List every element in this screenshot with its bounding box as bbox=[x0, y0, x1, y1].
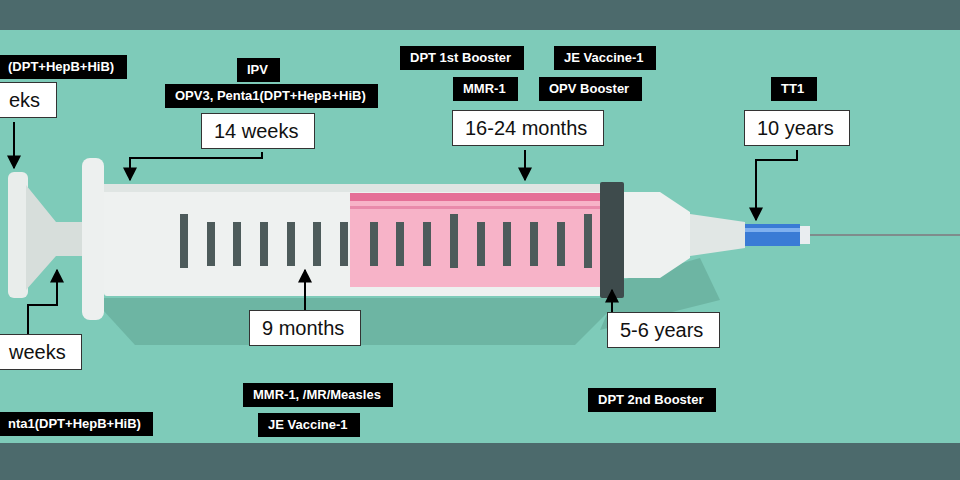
liquid-fill bbox=[350, 193, 602, 287]
vaccine-label: OPV3, Penta1(DPT+HepB+HiB) bbox=[165, 84, 378, 108]
plunger-rod bbox=[26, 185, 84, 290]
liquid-band bbox=[350, 206, 602, 209]
vaccine-label: MMR-1, /MR/Measles bbox=[243, 383, 393, 407]
vaccine-name: (DPT+HepB+HiB) bbox=[8, 59, 114, 75]
vaccine-label: OPV Booster bbox=[539, 77, 642, 101]
gradation-mark bbox=[313, 222, 321, 266]
vaccine-name: MMR-1 bbox=[463, 81, 506, 97]
vaccine-label: MMR-1 bbox=[453, 77, 518, 101]
age-label: 5-6 years bbox=[607, 312, 720, 348]
vaccine-label: JE Vaccine-1 bbox=[258, 413, 360, 437]
vaccine-name: DPT 1st Booster bbox=[410, 50, 511, 66]
thumb-rest bbox=[8, 172, 28, 298]
age-label: 9 months bbox=[249, 310, 361, 346]
gradation-mark bbox=[584, 214, 592, 268]
needle-hub-shine bbox=[745, 228, 800, 232]
vaccine-name: MMR-1, /MR/Measles bbox=[253, 387, 381, 403]
gradation-mark bbox=[557, 222, 565, 266]
age-label: eks bbox=[0, 82, 57, 118]
vaccine-label: (DPT+HepB+HiB) bbox=[0, 55, 127, 79]
finger-flange bbox=[82, 158, 104, 320]
leader-line bbox=[756, 150, 797, 220]
barrel-end bbox=[600, 182, 624, 298]
vaccine-name: JE Vaccine-1 bbox=[564, 50, 644, 66]
gradation-mark bbox=[396, 222, 404, 266]
needle bbox=[810, 234, 960, 236]
age-text: 14 weeks bbox=[214, 119, 299, 143]
gradation-marks bbox=[180, 214, 592, 268]
gradation-mark bbox=[423, 222, 431, 266]
gradation-mark bbox=[340, 222, 348, 266]
gradation-mark bbox=[477, 222, 485, 266]
leader-line bbox=[130, 152, 262, 180]
bottom-bar bbox=[0, 443, 960, 480]
vaccine-name: OPV Booster bbox=[549, 81, 629, 97]
vaccine-name: DPT 2nd Booster bbox=[598, 392, 703, 408]
top-bar bbox=[0, 0, 960, 30]
gradation-mark bbox=[260, 222, 268, 266]
age-label: 16-24 months bbox=[452, 110, 604, 146]
age-text: 9 months bbox=[262, 316, 344, 340]
gradation-mark bbox=[370, 222, 378, 266]
gradation-mark bbox=[530, 222, 538, 266]
gradation-mark bbox=[287, 222, 295, 266]
barrel-edge bbox=[104, 184, 602, 192]
syringe-hub bbox=[624, 192, 690, 278]
age-text: 16-24 months bbox=[465, 116, 587, 140]
vaccine-name: TT1 bbox=[781, 81, 804, 97]
gradation-mark bbox=[503, 222, 511, 266]
vaccine-name: nta1(DPT+HepB+HiB) bbox=[8, 416, 141, 432]
vaccine-label: JE Vaccine-1 bbox=[554, 46, 656, 70]
syringe-shadow bbox=[92, 298, 622, 345]
syringe-barrel bbox=[104, 184, 602, 296]
vaccine-label: DPT 2nd Booster bbox=[588, 388, 716, 412]
vaccine-label: IPV bbox=[237, 58, 280, 82]
vaccine-name: JE Vaccine-1 bbox=[268, 417, 348, 433]
vaccine-label: nta1(DPT+HepB+HiB) bbox=[0, 412, 153, 436]
gradation-mark bbox=[180, 214, 188, 268]
gradation-mark bbox=[233, 222, 241, 266]
gradation-mark bbox=[207, 222, 215, 266]
age-text: weeks bbox=[9, 340, 66, 364]
needle-base bbox=[800, 226, 810, 244]
age-label: 10 years bbox=[744, 110, 850, 146]
liquid-band bbox=[350, 193, 602, 201]
age-label: 14 weeks bbox=[201, 113, 315, 149]
age-text: eks bbox=[9, 88, 40, 112]
leader-line bbox=[524, 150, 526, 180]
age-text: 5-6 years bbox=[620, 318, 703, 342]
vaccine-name: OPV3, Penta1(DPT+HepB+HiB) bbox=[175, 88, 366, 104]
needle-hub bbox=[745, 224, 800, 246]
syringe-cone bbox=[690, 214, 745, 256]
vaccine-name: IPV bbox=[247, 62, 268, 78]
vaccine-label: TT1 bbox=[771, 77, 817, 101]
leader-lines bbox=[14, 122, 797, 370]
gradation-mark bbox=[450, 214, 458, 268]
age-text: 10 years bbox=[757, 116, 834, 140]
vaccine-label: DPT 1st Booster bbox=[400, 46, 524, 70]
age-label: weeks bbox=[0, 334, 82, 370]
leader-line bbox=[13, 122, 15, 168]
